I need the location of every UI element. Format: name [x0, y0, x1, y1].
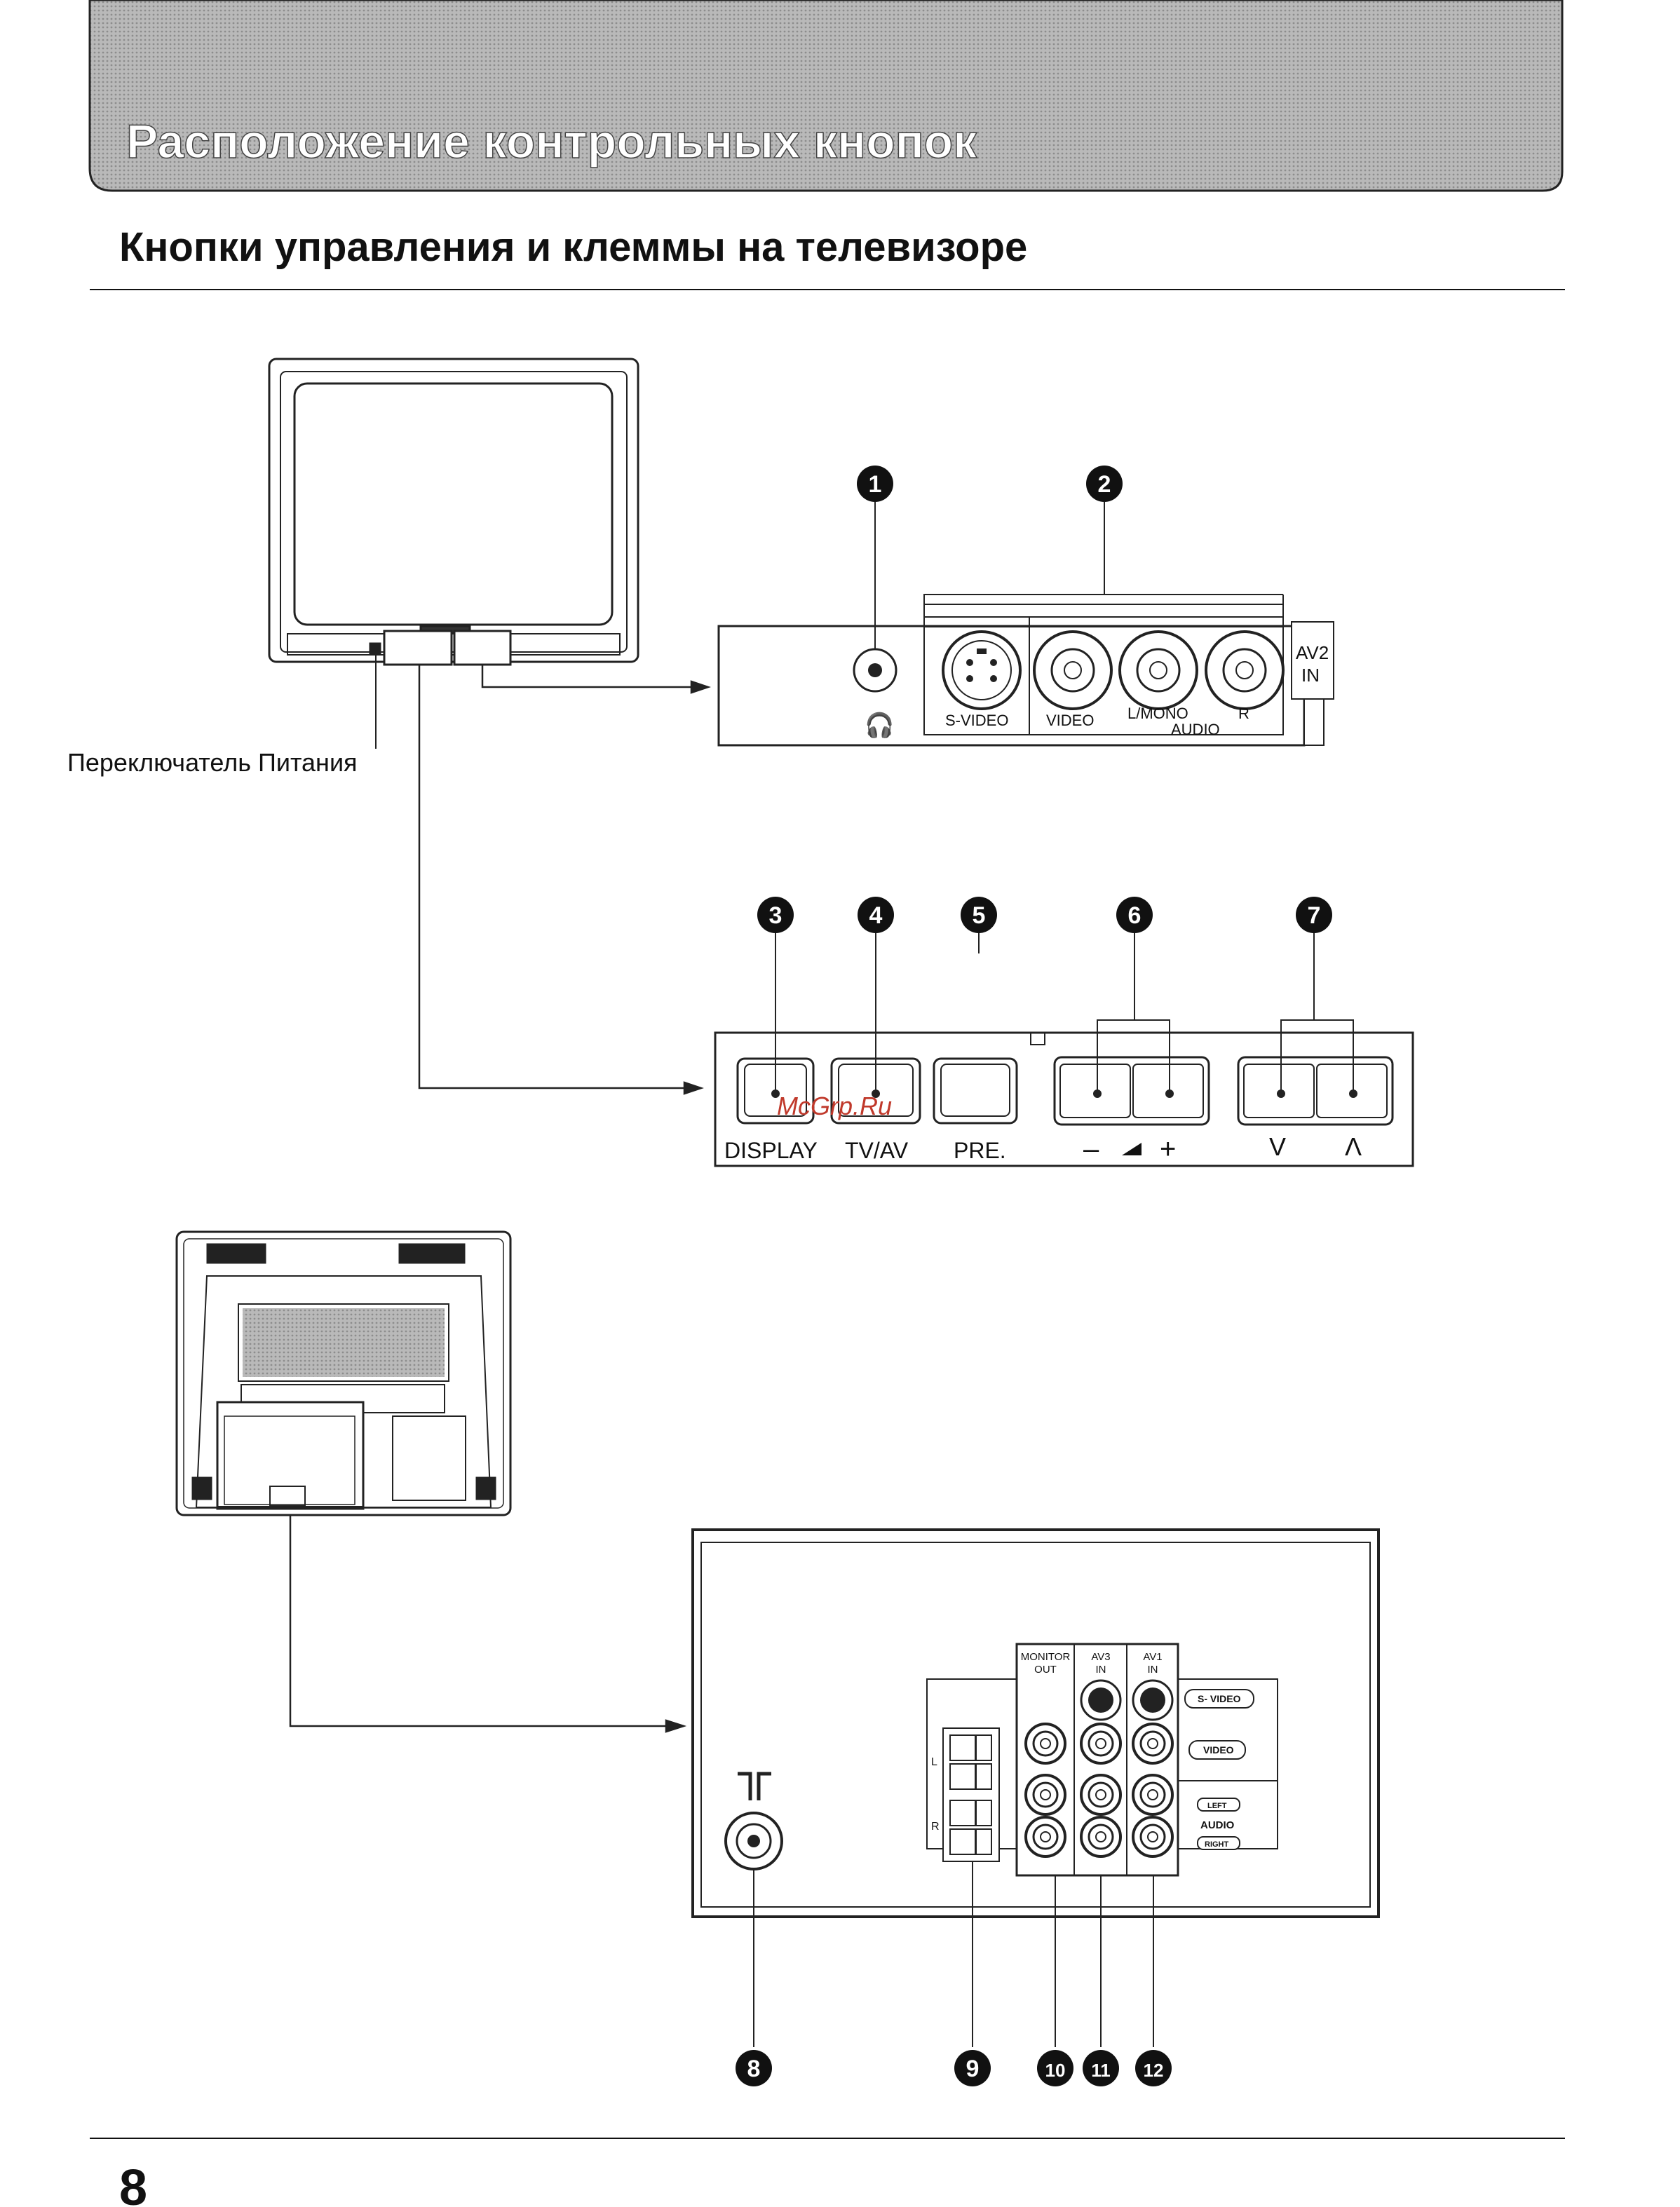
pre-label: PRE. — [954, 1138, 1006, 1163]
callout-3: 3 — [757, 897, 794, 933]
av2-lmono-label: L/MONO — [1127, 705, 1188, 722]
av3-audio-l-jack[interactable] — [1081, 1775, 1120, 1814]
volume-minus-label: – — [1083, 1134, 1099, 1164]
av1-in-label-2: IN — [1148, 1664, 1158, 1676]
callout-12-number: 12 — [1144, 2060, 1164, 2081]
monitor-out-audio-l-jack[interactable] — [1026, 1775, 1065, 1814]
antenna-input[interactable] — [726, 1813, 782, 1869]
channel-down-label: V — [1269, 1132, 1286, 1161]
callout-1: 1 — [857, 466, 893, 502]
right-tag: RIGHT — [1205, 1840, 1229, 1849]
speaker-r-label: R — [931, 1821, 940, 1833]
banner-title: Расположение контрольных кнопок — [126, 115, 977, 168]
pre-button[interactable] — [934, 1059, 1017, 1123]
callout-10: 10 — [1037, 2050, 1073, 2086]
page-number: 8 — [119, 2160, 147, 2207]
callout-11: 11 — [1083, 2050, 1119, 2086]
video-tag: VIDEO — [1203, 1744, 1234, 1756]
callout-9-number: 9 — [966, 2056, 980, 2082]
av1-video-jack[interactable] — [1133, 1724, 1172, 1763]
callout-2-number: 2 — [1098, 471, 1111, 498]
av2-audio-r-jack[interactable] — [1206, 632, 1283, 709]
av2-video-label: VIDEO — [1046, 712, 1094, 729]
av3-in-label-2: IN — [1096, 1664, 1106, 1676]
av1-in-label-1: AV1 — [1143, 1651, 1162, 1663]
callout-3-number: 3 — [769, 902, 783, 929]
callout-11-number: 11 — [1091, 2060, 1111, 2081]
av3-audio-r-jack[interactable] — [1081, 1817, 1120, 1856]
callout-12: 12 — [1135, 2050, 1172, 2086]
callout-7: 7 — [1296, 897, 1332, 933]
left-tag: LEFT — [1207, 1802, 1227, 1810]
headphone-icon: 🎧 — [865, 712, 894, 739]
callout-6-number: 6 — [1128, 902, 1142, 929]
av3-svideo-jack[interactable] — [1081, 1680, 1120, 1720]
power-switch-label: Переключатель Питания — [67, 748, 358, 777]
speaker-l-label: L — [931, 1756, 937, 1768]
callout-8-number: 8 — [747, 2056, 761, 2082]
tv-av-label: TV/AV — [845, 1138, 909, 1163]
av2-label-line2: IN — [1301, 665, 1320, 686]
callout-4-number: 4 — [869, 902, 883, 929]
callout-5: 5 — [961, 897, 997, 933]
watermark: McGrp.Ru — [777, 1092, 892, 1120]
av2-audio-l-jack[interactable] — [1120, 632, 1197, 709]
av3-in-label-1: AV3 — [1091, 1651, 1110, 1663]
av1-svideo-jack[interactable] — [1133, 1680, 1172, 1720]
av1-audio-r-jack[interactable] — [1133, 1817, 1172, 1856]
av2-svideo-label: S-VIDEO — [945, 712, 1008, 729]
av2-label-line1: AV2 — [1296, 642, 1329, 663]
monitor-out-label-1: MONITOR — [1021, 1651, 1071, 1663]
callout-8: 8 — [736, 2050, 772, 2086]
monitor-out-audio-r-jack[interactable] — [1026, 1817, 1065, 1856]
av2-r-label: R — [1238, 705, 1249, 722]
callout-5-number: 5 — [973, 902, 986, 929]
av3-video-jack[interactable] — [1081, 1724, 1120, 1763]
callout-4: 4 — [858, 897, 894, 933]
av2-svideo-jack[interactable] — [943, 632, 1020, 709]
callout-9: 9 — [954, 2050, 991, 2086]
av1-audio-l-jack[interactable] — [1133, 1775, 1172, 1814]
monitor-out-label-2: OUT — [1034, 1664, 1057, 1676]
volume-plus-label: + — [1160, 1134, 1176, 1164]
audio-tag: AUDIO — [1200, 1819, 1235, 1831]
rear-panel — [693, 1530, 1378, 1917]
headphone-jack[interactable] — [854, 649, 896, 691]
callout-2: 2 — [1086, 466, 1123, 502]
tv-rear-illustration — [177, 1232, 510, 1515]
section-title: Кнопки управления и клеммы на телевизоре — [119, 224, 1027, 270]
callout-6: 6 — [1116, 897, 1153, 933]
channel-up-label: Λ — [1345, 1132, 1362, 1161]
callout-1-number: 1 — [869, 471, 882, 498]
tv-front-illustration — [269, 359, 638, 665]
display-label: DISPLAY — [724, 1138, 818, 1163]
av2-audio-label: AUDIO — [1171, 721, 1220, 738]
svideo-tag: S- VIDEO — [1198, 1693, 1241, 1704]
speaker-terminals[interactable] — [943, 1728, 999, 1861]
av2-video-jack[interactable] — [1034, 632, 1111, 709]
callout-10-number: 10 — [1045, 2060, 1066, 2081]
callout-7-number: 7 — [1308, 902, 1321, 929]
monitor-out-video-jack[interactable] — [1026, 1724, 1065, 1763]
